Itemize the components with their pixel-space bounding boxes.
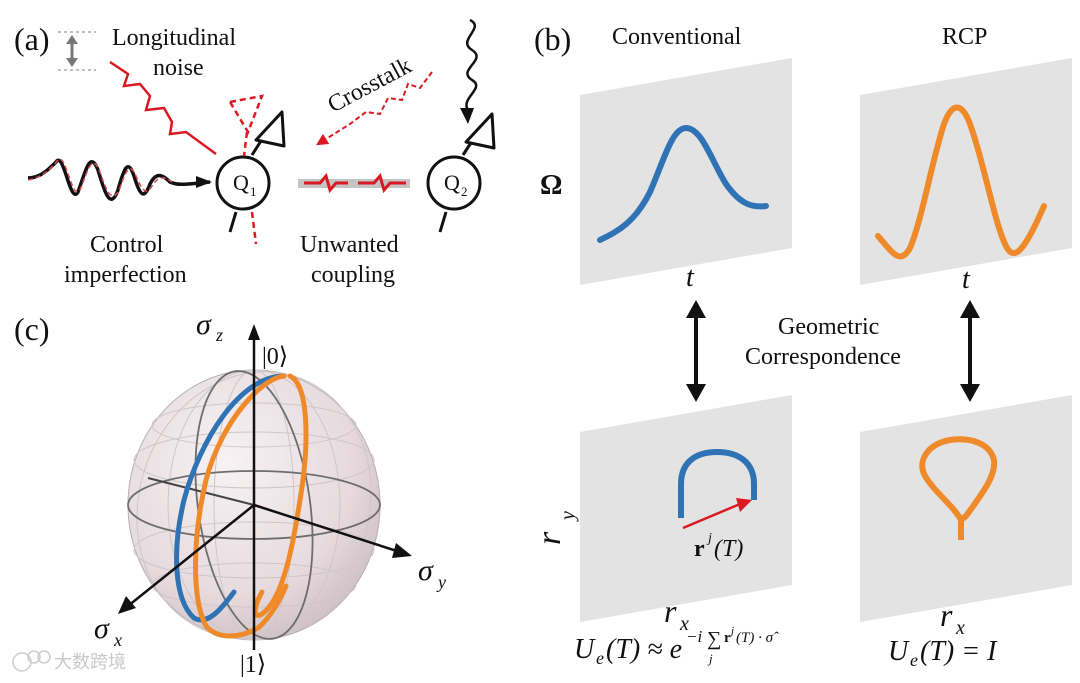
- noise-zigzag-line: [109, 60, 217, 156]
- crosstalk-dashed-arrow: [315, 71, 433, 146]
- control-pulse-wave: [27, 158, 211, 201]
- y-axis: [253, 503, 401, 554]
- double-arrow-icon-right: [960, 300, 980, 402]
- rcp-sphere-trajectory-front: [193, 373, 289, 639]
- ry-sub-label: y: [557, 511, 579, 522]
- trajectory-plane-left: [580, 395, 792, 622]
- wechat-logo-icon: [12, 650, 51, 672]
- eq-left-exp-tail: (T) · σ̂: [736, 630, 779, 646]
- coupling-bar: [298, 172, 410, 194]
- sigma-z-label: σ: [196, 308, 212, 341]
- x-axis-head-icon: [118, 596, 136, 614]
- sigma-x-sub: x: [113, 630, 122, 650]
- unwanted-label: Unwanted: [300, 232, 399, 258]
- eq-left-exp: −i: [686, 627, 702, 646]
- eq-left-sub: e: [596, 648, 604, 668]
- correspondence-label: Correspondence: [745, 344, 901, 370]
- rcp-sphere-trajectory-back: [252, 373, 309, 618]
- eq-left-sum-index: j: [707, 651, 713, 666]
- z-axis-head-icon: [248, 324, 260, 340]
- rcp-trajectory-curve: [919, 436, 998, 540]
- omega-plane-right: [860, 58, 1072, 285]
- omega-plane-left: [580, 58, 792, 285]
- crosstalk-label: Crosstalk: [324, 53, 416, 119]
- conventional-label: Conventional: [612, 24, 742, 50]
- rx-label-left: r: [664, 593, 677, 629]
- control-pulse-ideal-wave: [27, 158, 173, 197]
- rx-sub-right: x: [955, 617, 965, 639]
- x-axis: [127, 504, 255, 607]
- eq-right-u: U: [888, 636, 910, 667]
- longitudinal-label: Longitudinal: [112, 25, 236, 51]
- wavy-incoming-arrow: [465, 18, 478, 111]
- eq-right-sub: e: [910, 650, 918, 670]
- eq-left-arg: (T) ≈ e: [606, 634, 682, 665]
- panel-a: (a) Longitudinal noise Control imperfect…: [14, 18, 496, 288]
- rj-vector-arrow: [682, 502, 741, 530]
- qubit-2-icon: [426, 112, 496, 233]
- eq-left-sum: ∑: [707, 628, 721, 650]
- watermark: 大数跨境: [12, 650, 126, 673]
- t-label-right: t: [962, 264, 971, 295]
- q1-label: Q: [233, 170, 249, 195]
- rcp-pulse-curve: [875, 104, 1047, 260]
- conventional-trajectory-curve: [678, 448, 757, 518]
- rcp-label: RCP: [942, 24, 987, 50]
- ry-label: r: [531, 531, 568, 545]
- rx-label-right: r: [940, 597, 953, 633]
- ket1-label: |1⟩: [240, 652, 266, 678]
- geometric-label: Geometric: [778, 314, 879, 340]
- ket0-label: |0⟩: [262, 344, 288, 370]
- panel-b-label: (b): [534, 21, 571, 57]
- y-axis-head-icon: [392, 543, 412, 558]
- coupling-label: coupling: [311, 262, 395, 288]
- panel-a-label: (a): [14, 21, 50, 57]
- imperfection-label: imperfection: [64, 262, 187, 288]
- control-label: Control: [90, 232, 164, 258]
- eq-left-exp-r: r: [724, 630, 731, 646]
- t-label-left: t: [686, 262, 695, 293]
- q1-sub-label: 1: [250, 184, 257, 199]
- watermark-text: 大数跨境: [54, 652, 126, 673]
- rj-vector-arg: (T): [714, 536, 743, 562]
- panel-c: (c) σ z |0⟩ σ y: [14, 308, 446, 678]
- eq-right-rest: (T) = I: [920, 636, 998, 667]
- sigma-z-sub: z: [215, 325, 223, 345]
- q2-label: Q: [444, 170, 460, 195]
- double-arrow-icon-left: [686, 300, 706, 402]
- rj-vector-label: r: [694, 536, 705, 562]
- qubit-1-icon: [215, 94, 286, 245]
- rx-sub-left: x: [679, 613, 689, 635]
- rj-arrow-head-icon: [736, 498, 752, 512]
- conventional-pulse-curve: [597, 124, 769, 243]
- eq-left-u: U: [574, 634, 596, 665]
- trajectory-plane-right: [860, 395, 1072, 622]
- wavy-arrow-head-icon: [460, 108, 474, 124]
- eq-left-exp-j: j: [729, 625, 734, 637]
- sigma-y-sub: y: [436, 572, 446, 592]
- omega-label: Ω: [540, 170, 562, 201]
- longitudinal-indicator-icon: [58, 31, 96, 71]
- noise-label: noise: [153, 55, 204, 81]
- sigma-y-label: σ: [418, 554, 434, 587]
- control-arrow-head-icon: [196, 176, 212, 188]
- conventional-sphere-trajectory: [174, 373, 287, 623]
- equation-right: U e (T) = I: [888, 636, 998, 670]
- equation-left: U e (T) ≈ e −i ∑ j r j (T) · σ̂: [574, 625, 779, 668]
- rj-vector-sup: j: [706, 531, 712, 546]
- q2-sub-label: 2: [461, 184, 468, 199]
- panel-c-label: (c): [14, 311, 50, 347]
- panel-b: (b) Conventional RCP Ω t t Geometric Cor…: [531, 21, 1072, 670]
- sigma-x-label: σ: [94, 612, 110, 645]
